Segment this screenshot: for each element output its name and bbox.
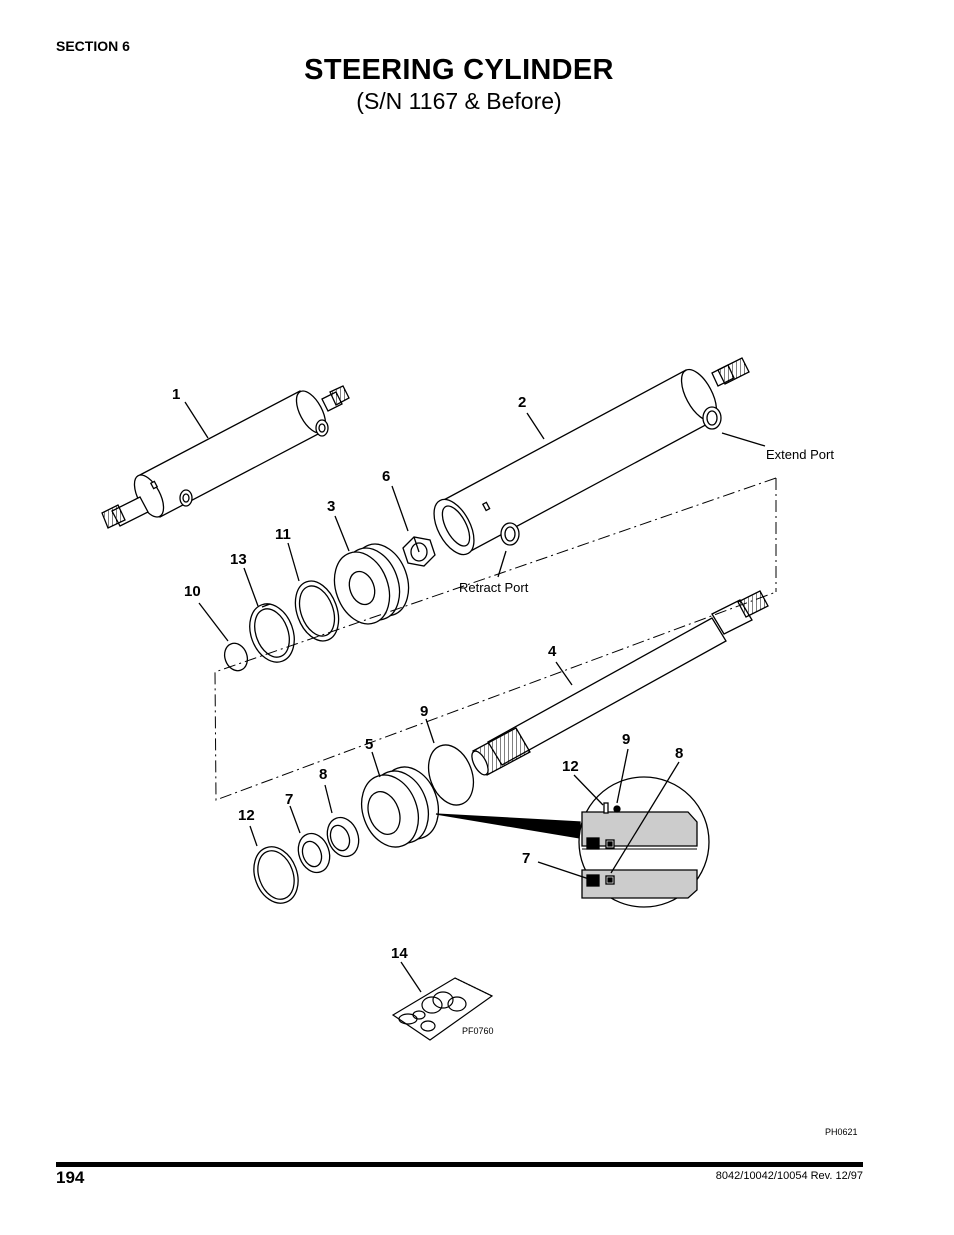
- page-number: 194: [56, 1168, 85, 1187]
- part-9-o-ring: [427, 744, 475, 806]
- part-7-seal: [297, 832, 331, 874]
- callout-3: 3: [327, 498, 335, 515]
- part-4-rod: [471, 590, 769, 776]
- callout-13: 13: [230, 551, 247, 568]
- extend-port-label: Extend Port: [766, 447, 834, 462]
- part-3-piston: [333, 543, 410, 625]
- callout-9-parts: 9: [420, 703, 428, 720]
- callout-labels: 1 2 3 4 5 6 7 7 8 8 9 9 10 11 12 12 13 1…: [172, 386, 683, 962]
- leader-lines: [184, 401, 766, 993]
- figure-code: PH0621: [825, 1127, 858, 1137]
- callout-4: 4: [548, 643, 557, 660]
- part-8-seal: [326, 816, 360, 858]
- callout-8-parts: 8: [319, 766, 327, 783]
- section-label: SECTION 6: [56, 38, 130, 54]
- callout-12-parts: 12: [238, 807, 255, 824]
- callout-6: 6: [382, 468, 390, 485]
- part-13-wear-ring: [249, 603, 295, 663]
- kit-part-code: PF0760: [462, 1026, 494, 1036]
- part-2-barrel: [433, 357, 750, 556]
- part-11-ring: [294, 580, 340, 642]
- document-revision: 8042/10042/10054 Rev. 12/97: [715, 1170, 863, 1182]
- part-14-seal-kit: [391, 977, 494, 1041]
- callout-12-detail: 12: [562, 758, 579, 775]
- callout-10: 10: [184, 583, 201, 600]
- callout-1: 1: [172, 386, 180, 403]
- callout-2: 2: [518, 394, 526, 411]
- callout-14: 14: [391, 945, 408, 962]
- page-title: STEERING CYLINDER: [304, 54, 614, 86]
- assembly-centerlines: [214, 477, 777, 801]
- part-12-retaining-ring: [253, 846, 299, 904]
- callout-7-detail: 7: [522, 850, 530, 867]
- callout-5: 5: [365, 736, 373, 753]
- retract-port-label: Retract Port: [459, 580, 529, 595]
- callout-8-detail: 8: [675, 745, 683, 762]
- seal-detail-inset: [435, 776, 710, 908]
- part-5-gland: [360, 766, 440, 848]
- page-subtitle: (S/N 1167 & Before): [356, 88, 562, 114]
- footer-rule: [56, 1162, 863, 1167]
- part-1-cylinder-assembly: [101, 385, 350, 529]
- part-10-o-ring: [223, 642, 249, 672]
- callout-11: 11: [275, 526, 291, 543]
- callout-7-parts: 7: [285, 791, 293, 808]
- part-6-nut: [402, 536, 436, 567]
- callout-9-detail: 9: [622, 731, 630, 748]
